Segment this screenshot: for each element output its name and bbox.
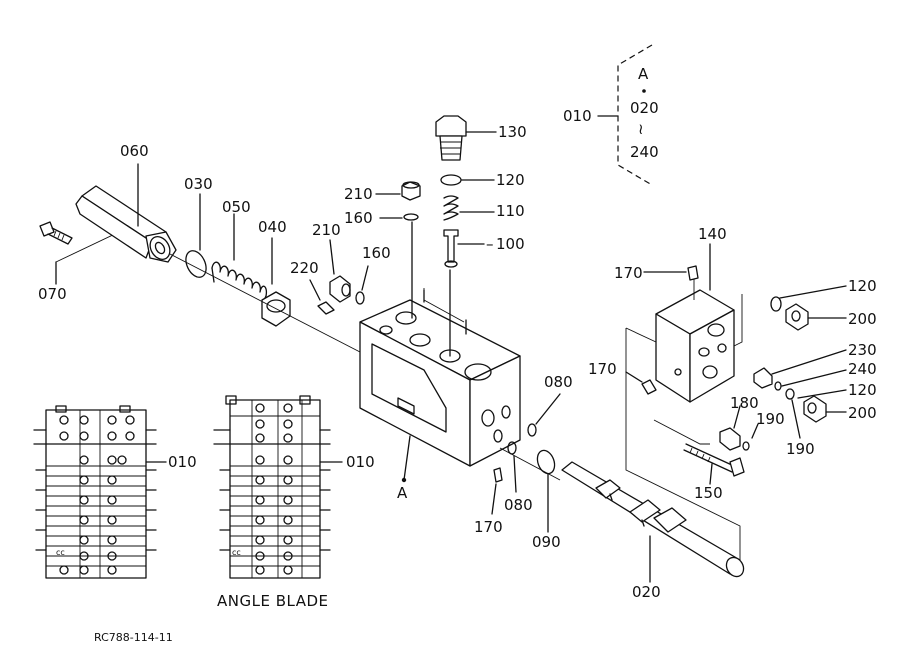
label-010-top: 010 [563, 107, 592, 125]
label-050: 050 [222, 198, 251, 216]
label-140: 140 [698, 225, 727, 243]
label-190-a: 190 [756, 410, 785, 428]
label-180: 180 [730, 394, 759, 412]
label-120-right-b: 120 [848, 381, 877, 399]
part-210-fitting-top [375, 181, 421, 201]
part-120-oring-right-b [785, 388, 847, 400]
label-100: 100 [496, 235, 525, 253]
label-240-right: 240 [848, 360, 877, 378]
part-100-pin [443, 229, 485, 268]
part-110-spring [443, 195, 495, 221]
part-060-solenoid [75, 163, 177, 263]
part-190-ring-left [742, 423, 759, 451]
part-200-plug-b [803, 395, 847, 423]
label-110: 110 [496, 202, 525, 220]
label-060: 060 [120, 142, 149, 160]
label-ref-a-top: A [638, 65, 649, 83]
label-160-left: 160 [362, 244, 391, 262]
label-230: 230 [848, 341, 877, 359]
bracket-line-mid [625, 327, 657, 343]
label-070: 070 [38, 285, 67, 303]
label-160-top: 160 [344, 209, 373, 227]
assembly-right [213, 395, 343, 579]
part-130-cap [435, 115, 497, 161]
drawing-code: RC788-114-11 [94, 631, 173, 644]
bracket-line-150 [653, 419, 710, 445]
label-010-left: 010 [168, 453, 197, 471]
part-230-fitting [753, 349, 847, 389]
label-090: 090 [532, 533, 561, 551]
label-120-right-a: 120 [848, 277, 877, 295]
part-160-oring-top [379, 213, 419, 221]
part-170-plug-top [643, 265, 699, 281]
bracket-line-top [733, 294, 743, 347]
part-180-fitting [719, 405, 741, 451]
label-080-b: 080 [504, 496, 533, 514]
label-cc-right: cc [232, 548, 241, 557]
part-120-oring-top [440, 174, 495, 186]
label-ref-a-bottom: A [397, 484, 408, 502]
axis-line-left [169, 253, 361, 353]
label-190-b: 190 [786, 440, 815, 458]
assembly-left [33, 405, 167, 579]
part-210-fitting-left [329, 239, 351, 303]
part-240-oring [774, 369, 847, 391]
label-040: 040 [258, 218, 287, 236]
label-100-dash: – [486, 235, 494, 253]
label-130: 130 [498, 123, 527, 141]
bracket-line [423, 288, 465, 323]
part-120-oring-right-a [770, 285, 847, 312]
part-090-oring [536, 449, 556, 533]
label-120-top: 120 [496, 171, 525, 189]
label-170-top: 170 [614, 264, 643, 282]
label-210-left: 210 [312, 221, 341, 239]
label-cc-left: cc [56, 548, 65, 557]
part-020-spool [499, 447, 745, 583]
part-160-oring-left [355, 265, 369, 305]
label-200-a: 200 [848, 310, 877, 328]
label-020-bottom: 020 [632, 583, 661, 601]
part-080-oring-b [507, 441, 517, 493]
label-tilde: ≀ [638, 120, 644, 138]
label-020-range: 020 [630, 99, 659, 117]
label-170-bottom: 170 [474, 518, 503, 536]
label-080-a: 080 [544, 373, 573, 391]
label-240-range: 240 [630, 143, 659, 161]
bracket-line-right [625, 328, 741, 560]
label-210-top: 210 [344, 185, 373, 203]
label-170-side: 170 [588, 360, 617, 378]
part-140-block [655, 243, 735, 403]
part-040-plug [261, 237, 291, 327]
label-010-right: 010 [346, 453, 375, 471]
label-150: 150 [694, 484, 723, 502]
main-valve-block [359, 221, 521, 483]
part-080-oring-a [527, 393, 561, 437]
range-bracket [597, 44, 653, 186]
label-200-b: 200 [848, 404, 877, 422]
caption-angle-blade: ANGLE BLADE [217, 592, 329, 610]
assembly-left-holes [59, 415, 135, 575]
assembly-right-holes [255, 403, 293, 575]
part-170-plug-bottom [491, 467, 503, 515]
part-200-plug-a [785, 303, 847, 331]
part-170-plug-side [625, 371, 657, 395]
part-220-screw [309, 279, 335, 315]
label-030: 030 [184, 175, 213, 193]
label-220: 220 [290, 259, 319, 277]
part-030-oring [185, 193, 207, 278]
part-190-ring-right [791, 399, 801, 439]
part-150-bolt [683, 443, 745, 485]
